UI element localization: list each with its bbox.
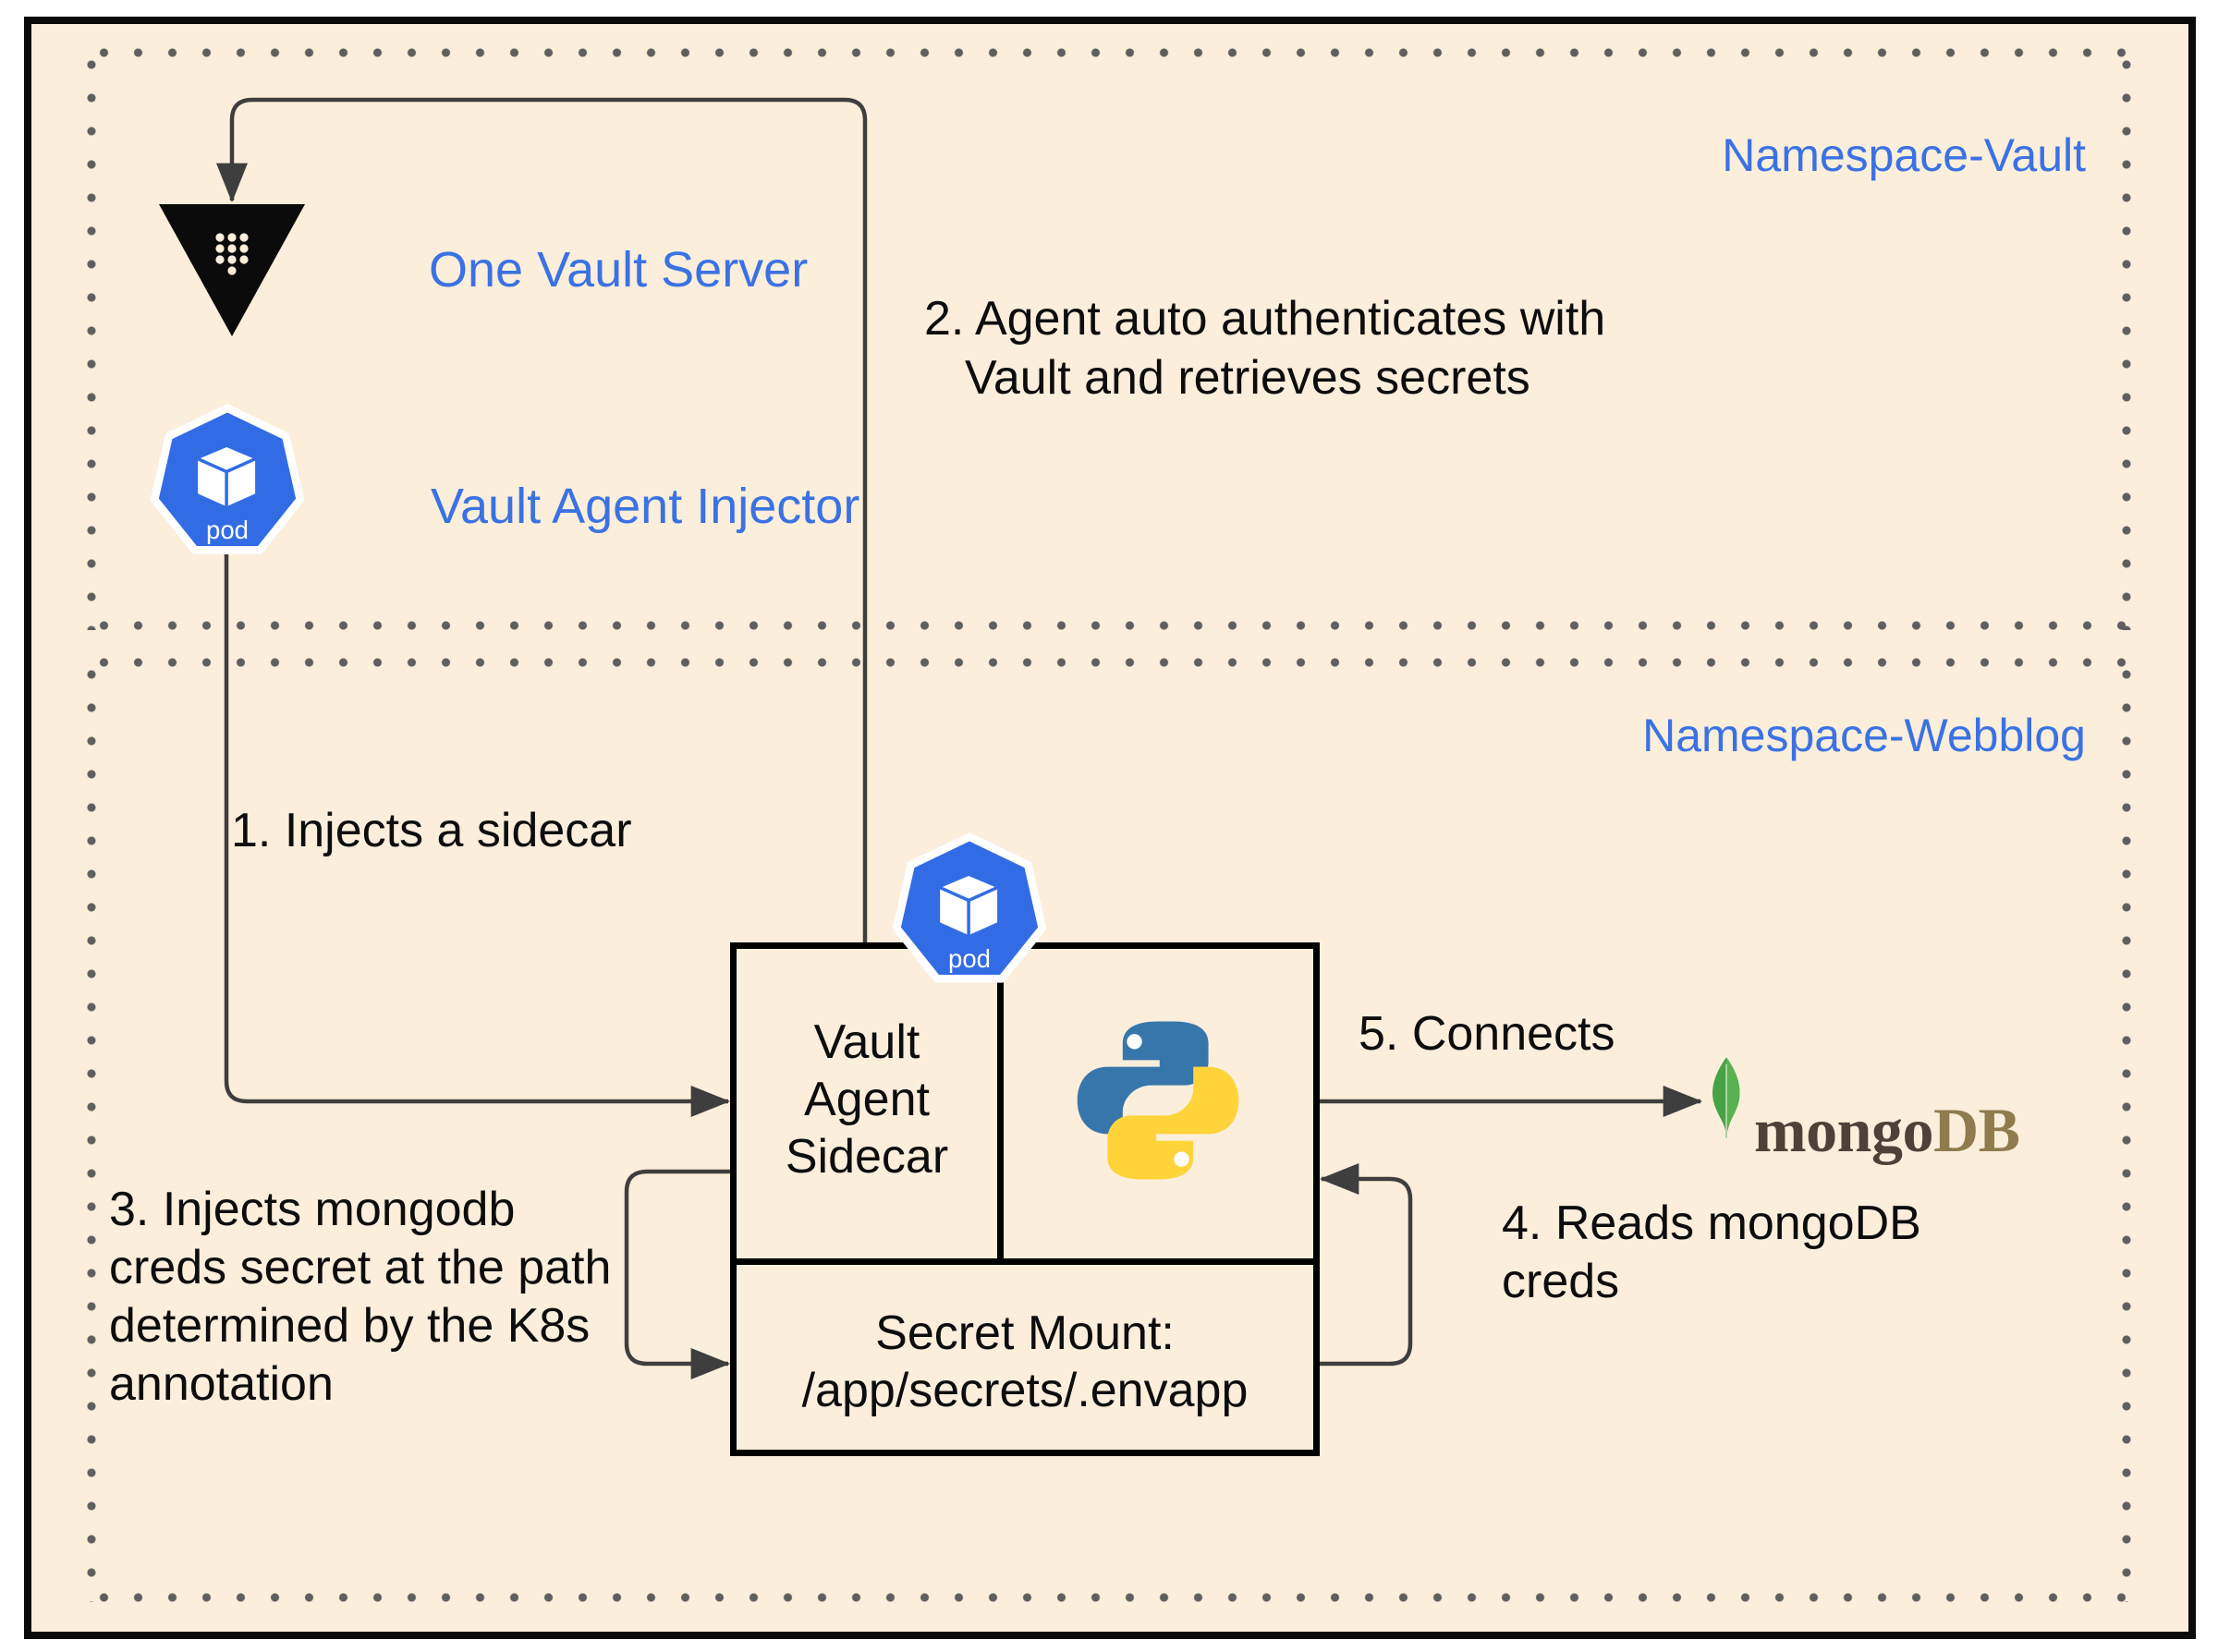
dotted-border xyxy=(87,48,2131,57)
step3-line4: annotation xyxy=(109,1357,334,1411)
pod-icon-injector: pod xyxy=(150,404,305,554)
pod-box-vertical-divider xyxy=(997,949,1004,1258)
secret-mount-label-line1: Secret Mount: xyxy=(875,1306,1175,1360)
step2-line2: Vault and retrieves secrets xyxy=(965,351,1530,405)
diagram-frame xyxy=(24,17,2196,1639)
dotted-border xyxy=(87,621,2131,630)
pod-icon-sidecar: pod xyxy=(892,832,1047,983)
python-logo-icon xyxy=(1077,1021,1239,1180)
pod-badge-label: pod xyxy=(206,516,249,544)
mongodb-wordmark-mongo: mongo xyxy=(1754,1095,1933,1165)
secret-mount-path: /app/secrets/.envapp xyxy=(801,1364,1249,1417)
namespace-vault-label: Namespace-Vault xyxy=(1722,129,2086,181)
dotted-border xyxy=(87,48,96,630)
arrow-step4-read-creds xyxy=(1313,1163,1413,1367)
step1-annotation: 1. Injects a sidecar xyxy=(231,804,632,857)
mongodb-leaf-icon xyxy=(1712,1057,1740,1138)
step2-annotation: 2. Agent auto authenticates with Vault a… xyxy=(924,289,1605,407)
namespace-webblog-label: Namespace-Webblog xyxy=(1642,710,2086,761)
dotted-border xyxy=(2122,48,2131,630)
pod-badge-label: pod xyxy=(948,944,991,973)
dotted-border xyxy=(2122,658,2131,1602)
namespace-webblog-region xyxy=(87,658,2131,1602)
step5-annotation: 5. Connects xyxy=(1359,1007,1615,1061)
vault-logo-icon xyxy=(159,204,305,336)
vault-agent-injector-label: Vault Agent Injector xyxy=(431,479,860,534)
step3-annotation: 3. Injects mongodb creds secret at the p… xyxy=(109,1181,611,1414)
step4-line1: 4. Reads mongoDB xyxy=(1502,1196,1921,1250)
step4-annotation: 4. Reads mongoDB creds xyxy=(1502,1195,1921,1311)
arrow-step1-inject-sidecar xyxy=(224,554,731,1117)
dotted-border xyxy=(87,658,96,1602)
arrow-step2-authenticate xyxy=(216,97,868,942)
vault-server-label: One Vault Server xyxy=(429,242,809,298)
arrow-step3-inject-creds xyxy=(624,1169,737,1379)
step3-line1: 3. Injects mongodb xyxy=(109,1183,516,1236)
step3-line2: creds secret at the path xyxy=(109,1241,612,1294)
mongodb-wordmark-db: DB xyxy=(1932,1095,2020,1165)
step4-line2: creds xyxy=(1502,1255,1620,1308)
webblog-pod-box: Vault Agent Sidecar Secret Mount: /app/s… xyxy=(730,942,1320,1456)
step2-line1: 2. Agent auto authenticates with xyxy=(924,292,1606,346)
namespace-vault-region xyxy=(87,48,2131,630)
vault-agent-sidecar-label: Vault Agent Sidecar xyxy=(785,1015,949,1184)
step3-line3: determined by the K8s xyxy=(109,1299,591,1353)
dotted-border xyxy=(87,658,2131,667)
pod-box-horizontal-divider xyxy=(737,1258,1313,1265)
dotted-border xyxy=(87,1593,2131,1602)
mongodb-wordmark: mongoDB xyxy=(1754,1095,2020,1165)
